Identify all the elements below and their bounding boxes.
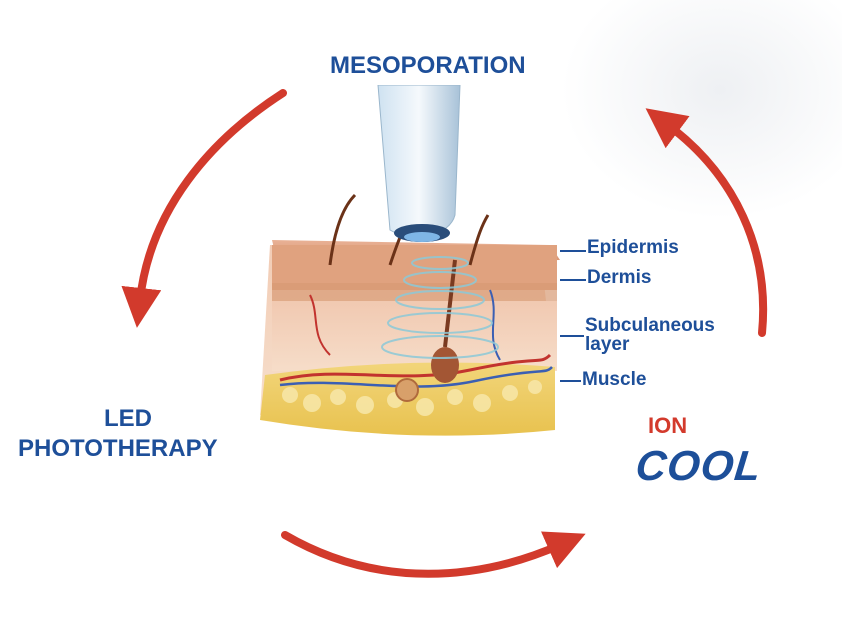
muscle-label: Muscle xyxy=(582,369,647,390)
cool-label: COOL xyxy=(633,442,764,489)
epidermis-leader xyxy=(560,250,586,252)
background-glow xyxy=(560,0,842,220)
skin-cross-section-illustration xyxy=(260,85,560,436)
subcutaneous-label-line2: layer xyxy=(585,334,630,355)
arrow-right xyxy=(645,108,768,337)
dermis-label: Dermis xyxy=(587,267,652,288)
subcutaneous-leader xyxy=(560,335,584,337)
muscle-leader xyxy=(560,380,581,382)
ion-label: ION xyxy=(648,413,688,438)
epidermis-label: Epidermis xyxy=(587,237,679,258)
led-label-line1: LED xyxy=(104,405,152,432)
subcutaneous-label: Subculaneous layer xyxy=(585,316,715,354)
arrow-top-left xyxy=(121,89,287,328)
arrow-bottom xyxy=(281,531,586,578)
mesoporation-label: MESOPORATION xyxy=(330,52,526,79)
dermis-leader xyxy=(560,279,586,281)
subcutaneous-label-line1: Subculaneous xyxy=(585,315,715,336)
led-label-line2: PHOTOTHERAPY xyxy=(18,435,218,462)
